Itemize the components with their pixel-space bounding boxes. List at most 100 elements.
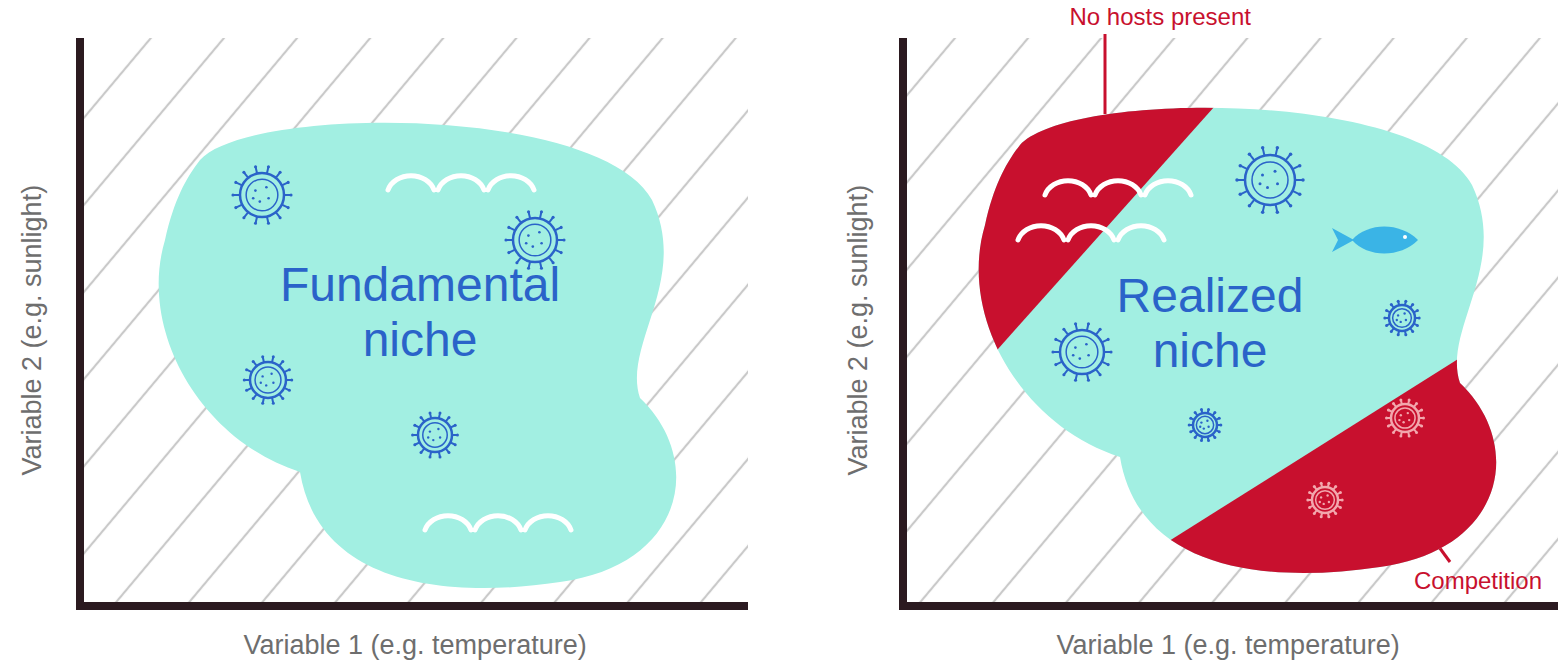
microbe-spike-tip [560, 251, 563, 254]
x-axis [899, 602, 1558, 610]
microbe-spike-tip [1200, 408, 1203, 411]
axis-label: Variable 1 (e.g. temperature) [1057, 629, 1400, 661]
water-waves [425, 516, 571, 530]
microbe-spike-tip [1320, 515, 1323, 518]
microbe-spike-tip [1261, 146, 1265, 150]
microbe-dot [1396, 319, 1398, 321]
microbe-spike-tip [1385, 417, 1388, 420]
microbe-spike-tip [1411, 303, 1414, 306]
microbe-spike-tip [272, 402, 275, 405]
microbe-spike-tip [287, 181, 290, 184]
microbe-dot [1323, 503, 1325, 505]
microbe-spike-tip [1408, 435, 1411, 438]
microbe-spike-tip [252, 397, 255, 400]
microbe-dot [265, 186, 268, 189]
microbe-spike-tip [287, 206, 290, 209]
microbe-spike-tip [540, 210, 543, 213]
microbe-spike-tip [1334, 512, 1337, 515]
microbe-dot [1320, 496, 1322, 498]
microbe-dot [1400, 321, 1402, 323]
fish-eye [1403, 235, 1407, 239]
microbe-dot [429, 430, 431, 432]
microbe-spike-tip [438, 412, 441, 415]
microbe-spike-tip [1276, 210, 1280, 214]
microbe-dot [270, 373, 272, 375]
microbe-spike-tip [1218, 417, 1221, 420]
microbe-spike-tip [279, 216, 282, 219]
microbe-spike-tip [1289, 204, 1293, 208]
microbe-dot [267, 197, 270, 200]
microbe-spike-tip [1339, 491, 1342, 494]
microbe-spike-tip [1418, 317, 1421, 320]
microbe-dot [540, 242, 543, 245]
microbe-dot [1397, 314, 1399, 316]
microbe-spike-tip [1261, 210, 1265, 214]
microbe-spike-tip [1054, 338, 1057, 341]
microbe-spike-tip [552, 216, 555, 219]
microbe-spike-tip [1313, 485, 1316, 488]
microbe-spike-tip [413, 443, 416, 446]
microbe-spike-tip [290, 193, 293, 196]
microbe-spike-tip [563, 238, 566, 241]
microbe-spike-tip [234, 206, 237, 209]
callout-label: Competition [1414, 567, 1542, 596]
microbe-dot [260, 382, 262, 384]
microbe-dot [1261, 174, 1264, 177]
microbe-spike-tip [515, 216, 518, 219]
microbe-icon [1306, 482, 1343, 518]
microbe-spike-tip [242, 216, 245, 219]
microbe-spike-tip [1276, 146, 1280, 150]
microbe-spike-tip [1051, 350, 1054, 353]
microbe-spike-tip [1408, 398, 1411, 401]
microbe-spike-tip [1235, 178, 1239, 182]
microbe-dot [258, 200, 261, 203]
fish-icon [1332, 227, 1418, 254]
microbe-spike-tip [1207, 408, 1210, 411]
axis-label: Variable 1 (e.g. temperature) [244, 629, 587, 661]
microbe-spike-tip [1399, 435, 1402, 438]
microbe-spike-tip [1397, 333, 1400, 336]
niche-label: Realized niche [1085, 268, 1335, 378]
microbe-spike-tip [1087, 379, 1090, 382]
y-axis [899, 38, 907, 610]
microbe-body [1060, 330, 1104, 374]
microbe-dot [1398, 419, 1400, 421]
y-axis [76, 38, 84, 610]
microbe-spike-tip [1107, 338, 1110, 341]
microbe-spike-tip [1416, 309, 1419, 312]
microbe-spike-tip [288, 368, 291, 371]
microbe-dot [1087, 354, 1090, 357]
microbe-spike-tip [1248, 152, 1252, 156]
microbe-spike-tip [1308, 506, 1311, 509]
microbe-spike-tip [456, 434, 459, 437]
leader-line [1104, 34, 1107, 114]
microbe-spike-tip [231, 193, 234, 196]
microbe-spike-tip [1392, 431, 1395, 434]
microbe-spike-tip [1320, 482, 1323, 485]
microbe-dot [1207, 426, 1209, 428]
microbe-spike-tip [279, 171, 282, 174]
microbe-body [1312, 487, 1338, 513]
microbe-body [240, 173, 284, 217]
microbe-dot [254, 189, 257, 192]
microbe-spike-tip [1107, 363, 1110, 366]
microbe-spike-tip [560, 226, 563, 229]
microbe-spike-tip [1062, 373, 1065, 376]
microbe-spike-tip [1387, 425, 1390, 428]
microbe-spike-tip [1404, 333, 1407, 336]
microbe-dot [1200, 421, 1202, 423]
microbe-inner [1395, 408, 1415, 428]
microbe-spike-tip [1194, 411, 1197, 414]
microbe-spike-tip [411, 434, 414, 437]
microbe-spike-tip [420, 416, 423, 419]
microbe-spike-tip [1383, 317, 1386, 320]
microbe-body [1193, 413, 1217, 437]
microbe-spike-tip [1341, 499, 1344, 502]
water-waves [388, 176, 534, 190]
microbe-dot [1259, 182, 1262, 185]
microbe-inner [423, 423, 447, 447]
microbe-dot [1072, 354, 1075, 357]
microbe-spike-tip [504, 238, 507, 241]
microbe-spike-tip [1110, 350, 1113, 353]
microbe-spike-tip [454, 424, 457, 427]
